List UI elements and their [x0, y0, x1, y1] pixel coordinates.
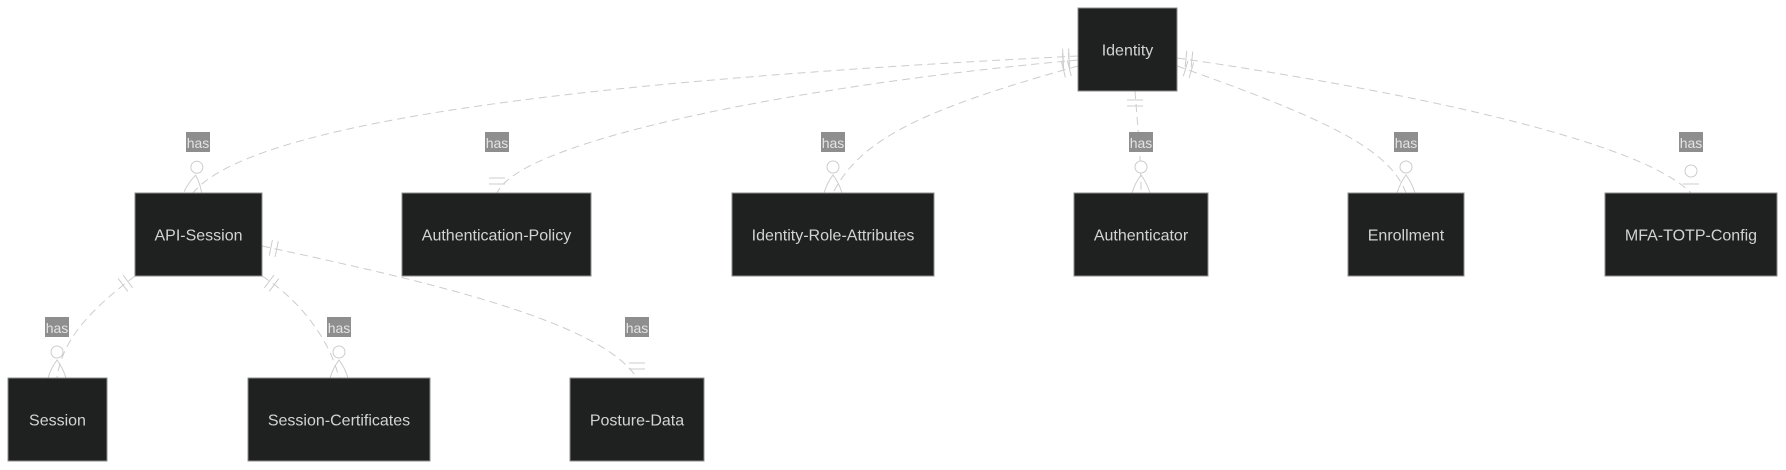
entity-authenticator[interactable]: Authenticator: [1073, 192, 1209, 277]
cardinality-marker-zero-or-one: [1683, 164, 1699, 185]
relationship-identity-authentication-policy: [489, 52, 1079, 194]
relationship-line: [56, 275, 136, 379]
cardinality-marker-exactly-one: [1182, 60, 1195, 79]
cardinality-marker-exactly-one: [263, 274, 280, 292]
cardinality-marker-exactly-one: [1184, 50, 1194, 68]
relationship-line: [496, 59, 1079, 194]
entity-label: Identity-Role-Attributes: [752, 228, 915, 245]
entity-identity[interactable]: Identity: [1077, 7, 1178, 92]
cardinality-marker-zero-or-more: [1131, 160, 1151, 194]
relationship-identity-api-session: [183, 48, 1079, 195]
cardinality-marker-exactly-one: [489, 177, 505, 185]
entity-session-certificates[interactable]: Session-Certificates: [247, 377, 431, 462]
relationship-label: has: [485, 132, 509, 152]
relationship-identity-enrollment: [1176, 60, 1416, 194]
relationship-line: [261, 245, 638, 379]
entity-label: Authenticator: [1094, 228, 1189, 245]
entity-box: [1604, 192, 1778, 277]
cardinality-marker-exactly-one: [117, 274, 134, 292]
entity-label: MFA-TOTP-Config: [1625, 228, 1757, 245]
cardinality-marker-zero-or-more: [1396, 160, 1416, 194]
entity-authentication-policy[interactable]: Authentication-Policy: [401, 192, 592, 277]
entity-box: [1073, 192, 1209, 277]
relationship-label-text: has: [46, 320, 69, 336]
entity-posture-data[interactable]: Posture-Data: [569, 377, 705, 462]
relationship-label: has: [821, 132, 845, 152]
relationship-api-session-session-certificates: [261, 274, 349, 379]
cardinality-marker-exactly-one: [1127, 99, 1143, 107]
relationship-identity-mfa-totp-config: [1176, 50, 1699, 194]
entity-box: [1347, 192, 1465, 277]
cardinality-marker-zero-or-more: [47, 345, 67, 379]
relationship-label-text: has: [1680, 135, 1703, 151]
entity-label: Authentication-Policy: [422, 228, 571, 245]
relationship-label-text: has: [1130, 135, 1153, 151]
relationship-label-text: has: [822, 135, 845, 151]
entity-box: [134, 192, 263, 277]
entity-box: [247, 377, 431, 462]
relationship-label-layer: has has has has has has has has has: [45, 132, 1703, 337]
relationship-label: has: [45, 317, 69, 337]
relationship-label-bg: [45, 317, 69, 337]
relationship-label-bg: [821, 132, 845, 152]
relationship-label: has: [1129, 132, 1153, 152]
entity-box: [1077, 7, 1178, 92]
relationship-label: has: [186, 132, 210, 152]
relationship-label: has: [625, 317, 649, 337]
cardinality-marker-zero-or-more: [329, 345, 349, 379]
relationship-label-bg: [1129, 132, 1153, 152]
cardinality-marker-exactly-one: [629, 362, 645, 370]
cardinality-marker-exactly-one: [1061, 60, 1072, 78]
entity-mfa-totp-config[interactable]: MFA-TOTP-Config: [1604, 192, 1778, 277]
entity-label: Posture-Data: [590, 413, 684, 430]
relationship-label-bg: [485, 132, 509, 152]
relationship-label: has: [327, 317, 351, 337]
relationship-identity-identity-role-attributes: [823, 60, 1079, 194]
entity-session[interactable]: Session: [7, 377, 108, 462]
relationship-label-text: has: [1395, 135, 1418, 151]
entity-api-session[interactable]: API-Session: [134, 192, 263, 277]
relationship-label-text: has: [328, 320, 351, 336]
relationship-label-text: has: [187, 135, 210, 151]
relationship-line: [192, 55, 1079, 194]
entity-box: [401, 192, 592, 277]
cardinality-marker-exactly-one: [1061, 52, 1071, 70]
entity-label: Enrollment: [1368, 228, 1445, 245]
entity-identity-role-attributes[interactable]: Identity-Role-Attributes: [731, 192, 935, 277]
entity-box: [569, 377, 705, 462]
relationship-line: [832, 65, 1079, 194]
entity-label: Identity: [1102, 43, 1154, 60]
cardinality-marker-zero-or-more: [823, 160, 843, 194]
relationship-api-session-posture-data: [261, 239, 645, 379]
relationship-label-bg: [1679, 132, 1703, 152]
entity-enrollment[interactable]: Enrollment: [1347, 192, 1465, 277]
cardinality-marker-exactly-one: [268, 239, 279, 257]
relationship-label-bg: [186, 132, 210, 152]
relationship-label-text: has: [626, 320, 649, 336]
relationship-label-text: has: [486, 135, 509, 151]
relationship-label: has: [1394, 132, 1418, 152]
entity-box: [731, 192, 935, 277]
relationship-line: [1176, 65, 1407, 194]
relationship-line: [1176, 57, 1692, 194]
relationship-label-bg: [625, 317, 649, 337]
entity-box: [7, 377, 108, 462]
relationship-api-session-session: [47, 274, 136, 379]
relationship-label-bg: [327, 317, 351, 337]
entity-label: Session: [29, 413, 86, 430]
relationship-label-bg: [1394, 132, 1418, 152]
relationship-label: has: [1679, 132, 1703, 152]
entity-label: API-Session: [154, 228, 242, 245]
cardinality-marker-zero-or-more: [183, 160, 204, 195]
entity-label: Session-Certificates: [268, 413, 410, 430]
